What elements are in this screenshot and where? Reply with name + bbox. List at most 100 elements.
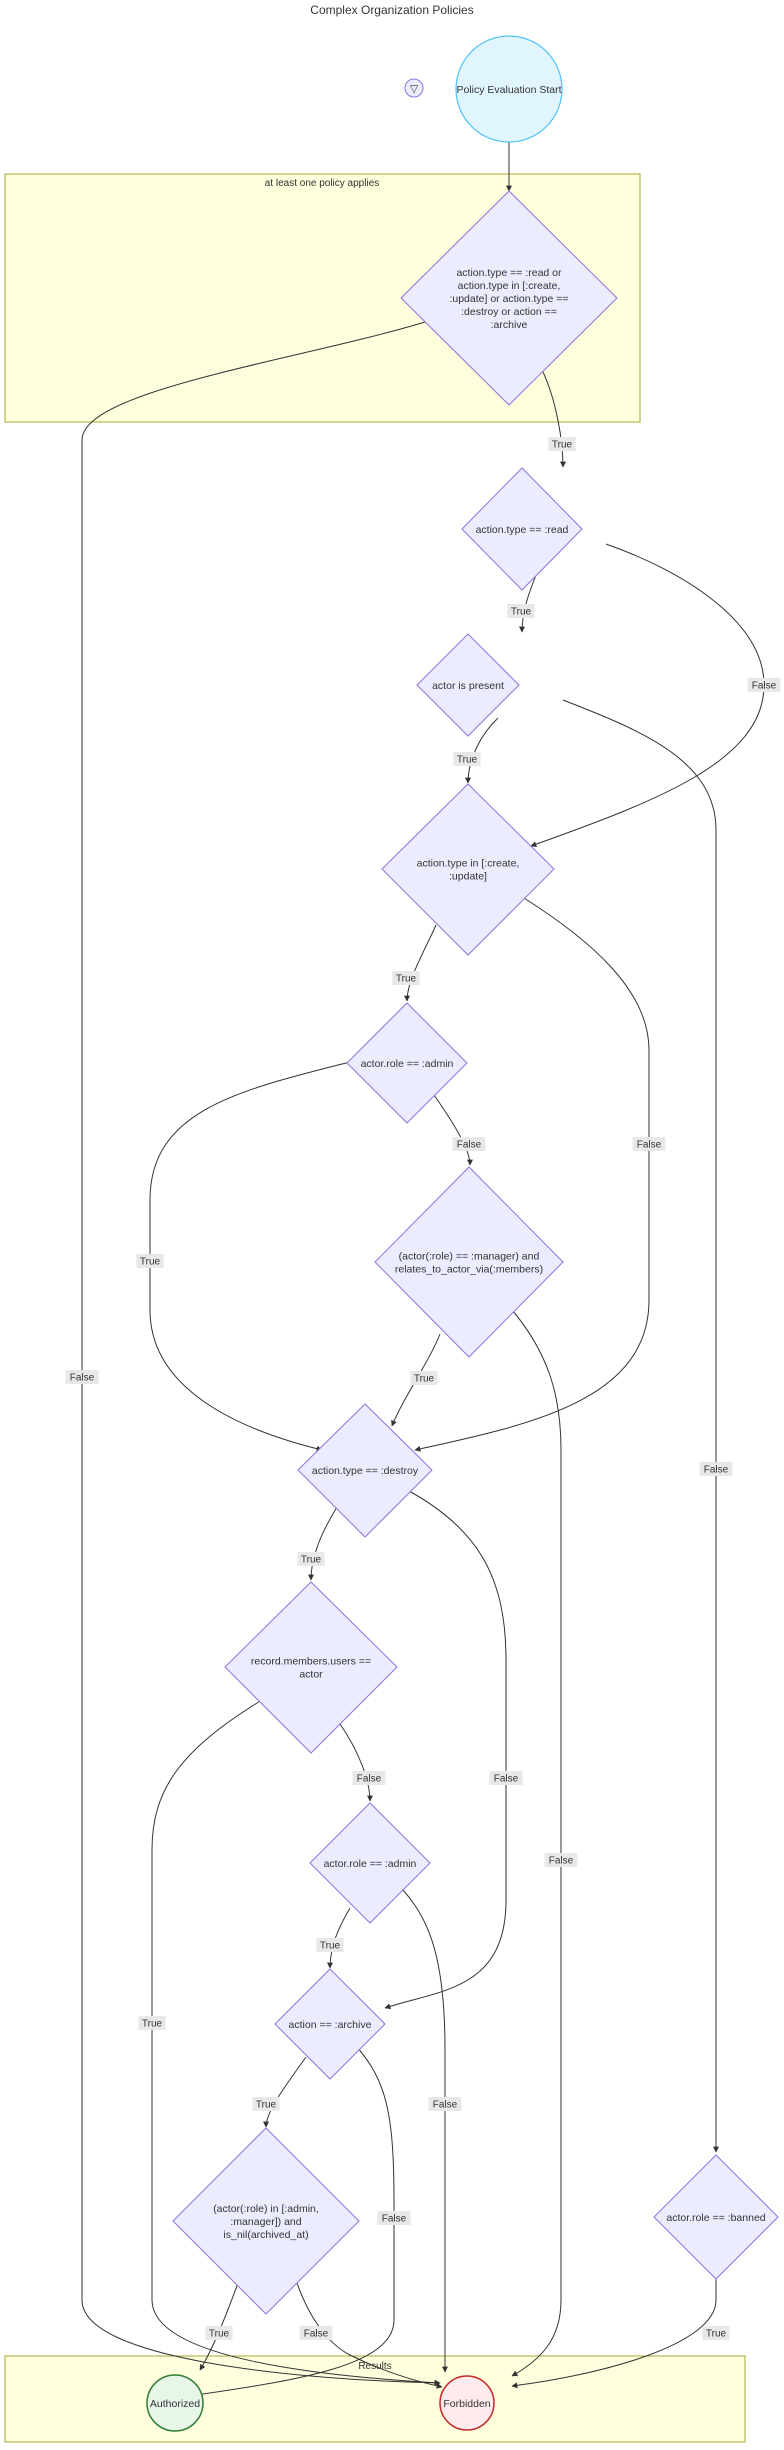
edge-label-roles-false: False [299, 2326, 333, 2340]
result-authorized-label: Authorized [150, 2398, 200, 2410]
edge-archive-true [263, 2056, 307, 2128]
edge-present-false [562, 699, 719, 2153]
small-circle-glyph: ▽ [410, 83, 419, 95]
edge-label-bg [377, 2211, 411, 2225]
decision-role-banned: actor.role == :banned [653, 2154, 779, 2280]
edge-label-text: True [396, 974, 417, 985]
edge-mgr-false [511, 1310, 562, 2377]
node-label-line: actor [299, 1669, 323, 1681]
node-label-line: record.members.users == [251, 1656, 371, 1668]
edge-labels-layer: True False True False True False True Fa… [65, 437, 781, 2340]
edge-label-read-false: False [747, 678, 781, 692]
edge-label-text: True [320, 1941, 341, 1952]
decision-role-admin-2-label: actor.role == :admin [324, 1858, 417, 1870]
edge-label-text: False [382, 2214, 407, 2225]
edge-destroy-true [308, 1506, 338, 1581]
node-label-line: :archive [491, 319, 528, 331]
edge-label-bg [747, 678, 781, 692]
edge-label-bg [544, 1853, 578, 1867]
edge-cu-false [414, 897, 650, 1452]
edge-label-text: True [457, 755, 478, 766]
edge-label-text: True [142, 2019, 163, 2030]
edge-label-bg [507, 604, 535, 618]
edge-label-text: False [70, 1373, 95, 1384]
edge-cu-true [404, 924, 437, 1002]
edge-admin1-false [433, 1094, 473, 1166]
decision-is-destroy: action.type == :destroy [297, 1403, 433, 1538]
node-label-line: (actor(:role) in [:admin, [213, 2203, 319, 2215]
decision-actor-present: actor is present [416, 633, 520, 737]
node-label-line: relates_to_actor_via(:members) [395, 1264, 543, 1276]
decision-role-banned-label: actor.role == :banned [666, 2212, 765, 2224]
result-forbidden: Forbidden [439, 2375, 495, 2431]
diagram-title: Complex Organization Policies [310, 3, 473, 17]
node-label-line: action.type in [:create, [417, 858, 520, 870]
edge-label-mgr-false: False [544, 1853, 578, 1867]
edge-label-text: True [552, 440, 573, 451]
edge-label-archive-false: False [377, 2211, 411, 2225]
node-label-line: is_nil(archived_at) [223, 2229, 308, 2241]
edge-label-check-false: False [65, 1370, 99, 1384]
node-label-line: action.type == :read [476, 524, 569, 536]
node-label-line: actor.role == :banned [666, 2212, 765, 2224]
decision-members-actor: record.members.users ==actor [224, 1581, 398, 1754]
edge-label-bg [453, 752, 481, 766]
edge-label-admin1-false: False [452, 1137, 486, 1151]
edge-members-false [339, 1723, 373, 1802]
node-label-line: action == :archive [289, 2019, 372, 2031]
cluster-applies-label: at least one policy applies [265, 178, 380, 189]
decision-is-read: action.type == :read [461, 467, 583, 591]
edge-label-bg [316, 1938, 344, 1952]
edge-label-bg [410, 1371, 438, 1385]
edge-label-text: True [209, 2329, 230, 2340]
edge-label-bg [452, 1137, 486, 1151]
edge-label-text: False [357, 1774, 382, 1785]
edge-label-admin1-true: True [136, 1254, 164, 1268]
edge-roles-false [296, 2282, 443, 2389]
small-circle-node: ▽ [404, 78, 424, 98]
edge-label-text: False [704, 1465, 729, 1476]
edge-admin1-true [149, 1061, 351, 1452]
edge-label-bg [632, 1137, 666, 1151]
node-label-line: action.type == :read or [456, 267, 562, 279]
edge-label-text: False [494, 1774, 519, 1785]
node-label-line: :destroy or action == [461, 306, 557, 318]
edge-label-destroy-false: False [489, 1771, 523, 1785]
edge-label-text: False [433, 2100, 458, 2111]
node-label-line: actor.role == :admin [361, 1058, 454, 1070]
edge-label-read-true: True [507, 604, 535, 618]
decision-is-destroy-label: action.type == :destroy [312, 1465, 419, 1477]
edge-label-bg [136, 1254, 164, 1268]
edge-label-bg [489, 1771, 523, 1785]
edge-label-bg [65, 1370, 99, 1384]
node-label-line: :update] [449, 871, 487, 883]
edge-admin2-false [402, 1889, 448, 2373]
edge-label-cu-true: True [392, 971, 420, 985]
edge-label-admin2-false: False [428, 2097, 462, 2111]
start-node: Policy Evaluation Start [455, 35, 563, 143]
edge-admin2-true [327, 1907, 351, 1969]
edge-read-false [530, 543, 765, 848]
edge-label-bg [205, 2326, 233, 2340]
decision-create-update: action.type in [:create,:update] [381, 783, 555, 956]
edge-label-text: True [511, 607, 532, 618]
edge-label-members-false: False [352, 1771, 386, 1785]
edge-label-roles-true: True [205, 2326, 233, 2340]
edge-label-bg [138, 2016, 166, 2030]
edge-label-text: True [414, 1374, 435, 1385]
edge-label-bg [392, 971, 420, 985]
edge-label-text: True [256, 2100, 277, 2111]
edge-label-members-true: True [138, 2016, 166, 2030]
node-label-line: :manager]) and [230, 2216, 301, 2228]
edge-check-false [81, 321, 441, 2386]
edge-destroy-false [384, 1490, 507, 2010]
edge-label-bg [548, 437, 576, 451]
edge-label-text: True [140, 1257, 161, 1268]
